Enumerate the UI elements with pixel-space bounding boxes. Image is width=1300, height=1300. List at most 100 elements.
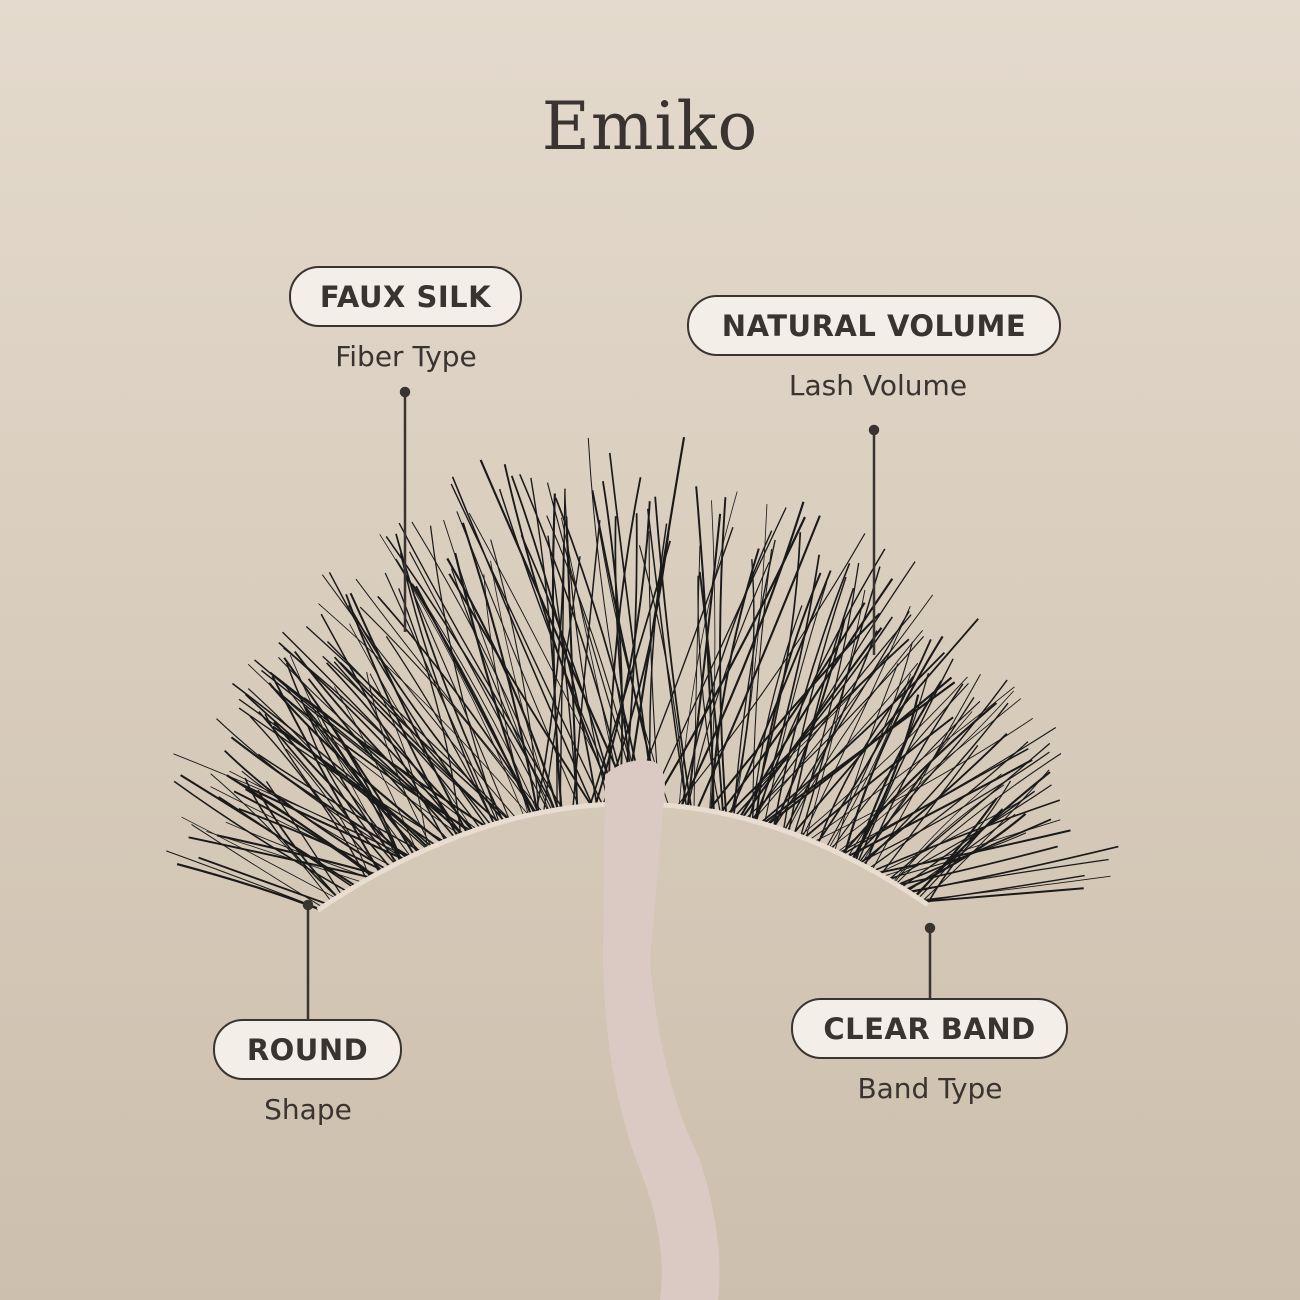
lash-fiber bbox=[225, 821, 370, 879]
lash-fiber bbox=[320, 613, 447, 842]
lash-fiber bbox=[698, 571, 724, 814]
lash-fiber bbox=[257, 789, 339, 898]
lash-fiber bbox=[166, 850, 321, 910]
lash-fiber bbox=[546, 482, 642, 805]
lash-fiber bbox=[218, 796, 354, 889]
lash-fiber bbox=[238, 808, 384, 872]
lash-fiber bbox=[803, 716, 954, 839]
lash-fiber bbox=[829, 698, 1022, 850]
lash-fiber bbox=[841, 747, 1029, 856]
lash-fiber bbox=[907, 858, 1109, 893]
lash-fiber bbox=[752, 594, 934, 822]
lash-fiber bbox=[303, 697, 456, 839]
lash-fiber bbox=[318, 603, 530, 816]
lash-fiber bbox=[230, 736, 411, 858]
lash-fiber bbox=[602, 481, 624, 804]
lash-fiber bbox=[321, 574, 517, 819]
lash-fiber bbox=[271, 675, 381, 873]
lash-fiber bbox=[709, 500, 716, 811]
lash-fiber bbox=[760, 651, 946, 824]
lash-fiber bbox=[385, 636, 495, 825]
lash-fiber bbox=[355, 578, 543, 813]
lash-fiber bbox=[813, 717, 1034, 843]
lash-fiber bbox=[638, 545, 687, 808]
lash-fiber bbox=[551, 493, 563, 810]
lash-fiber bbox=[654, 496, 693, 809]
lash-fiber bbox=[783, 630, 878, 831]
lash-fiber bbox=[273, 721, 408, 860]
lash-fiber bbox=[733, 539, 776, 816]
lash-fiber bbox=[851, 679, 1008, 860]
lash-fiber bbox=[608, 452, 656, 805]
lash-fiber bbox=[198, 856, 328, 905]
lash-fiber bbox=[892, 773, 1002, 883]
lash-fiber bbox=[868, 741, 1029, 870]
lash-fiber bbox=[278, 656, 478, 830]
lash-fiber bbox=[564, 494, 610, 805]
lash-fiber bbox=[816, 639, 932, 844]
lash-fiber bbox=[238, 782, 406, 861]
lash-fiber bbox=[379, 534, 525, 817]
lash-fiber bbox=[594, 501, 651, 806]
lash-fiber bbox=[272, 725, 430, 850]
lash-fiber bbox=[696, 515, 821, 810]
lash-fiber bbox=[801, 605, 911, 838]
lash-fiber bbox=[316, 709, 421, 853]
lash-fiber bbox=[317, 705, 403, 862]
shape-badge: ROUND bbox=[213, 1019, 402, 1080]
lash-fiber bbox=[817, 675, 914, 845]
lash-fiber bbox=[450, 568, 553, 811]
product-title: Emiko bbox=[541, 88, 759, 165]
lash-fiber bbox=[176, 862, 320, 911]
lash-fiber bbox=[479, 459, 634, 805]
lash-volume-badge: NATURAL VOLUME bbox=[687, 295, 1061, 356]
lash-fiber bbox=[334, 686, 418, 854]
lash-fiber bbox=[258, 711, 391, 868]
lash-fiber bbox=[733, 504, 768, 816]
band-type-label: Band Type bbox=[857, 1072, 1003, 1105]
lash-fiber bbox=[409, 551, 549, 812]
lash-fiber bbox=[503, 464, 617, 805]
lash-fiber bbox=[680, 501, 805, 808]
lash-fiber bbox=[339, 662, 510, 821]
lash-fiber bbox=[914, 797, 998, 898]
lash-fiber bbox=[752, 561, 916, 822]
lash-fiber bbox=[307, 678, 449, 841]
lash-fiber bbox=[828, 673, 912, 849]
band-type-badge: CLEAR BAND bbox=[791, 998, 1068, 1059]
lash-fiber bbox=[860, 711, 973, 865]
lash-fiber bbox=[412, 592, 510, 821]
lash-fiber bbox=[825, 641, 913, 848]
lash-fiber bbox=[325, 662, 462, 836]
eyelash-image bbox=[166, 436, 1119, 911]
lash-fiber bbox=[244, 777, 339, 898]
lash-fiber bbox=[719, 497, 728, 815]
lash-fiber bbox=[808, 686, 1015, 841]
lash-fiber bbox=[727, 638, 910, 816]
lash-fiber bbox=[349, 592, 468, 834]
lash-fiber bbox=[787, 587, 855, 833]
lash-fiber bbox=[542, 556, 581, 813]
lash-fiber bbox=[888, 742, 1051, 881]
lash-fiber bbox=[786, 629, 924, 832]
lash-fiber bbox=[889, 784, 1052, 881]
lash-fiber bbox=[648, 507, 787, 805]
lash-fiber bbox=[753, 548, 886, 822]
lash-fiber bbox=[244, 693, 437, 847]
lash-fiber bbox=[851, 672, 929, 860]
lash-fiber bbox=[333, 656, 500, 824]
lash-fiber bbox=[652, 516, 806, 805]
lash-fiber bbox=[348, 604, 506, 822]
lash-fiber bbox=[840, 702, 998, 856]
lash-fiber bbox=[304, 706, 402, 863]
lash-fiber bbox=[680, 530, 773, 807]
callout-lines bbox=[302, 386, 936, 1019]
lash-fiber bbox=[917, 780, 1012, 899]
lash-fiber bbox=[646, 508, 688, 808]
lash-fiber bbox=[897, 845, 1058, 887]
lash-fiber bbox=[210, 773, 332, 902]
lash-fiber bbox=[792, 618, 979, 835]
lash-fiber bbox=[269, 671, 487, 828]
tweezer-image bbox=[603, 760, 720, 1300]
lash-fiber bbox=[922, 874, 1085, 902]
